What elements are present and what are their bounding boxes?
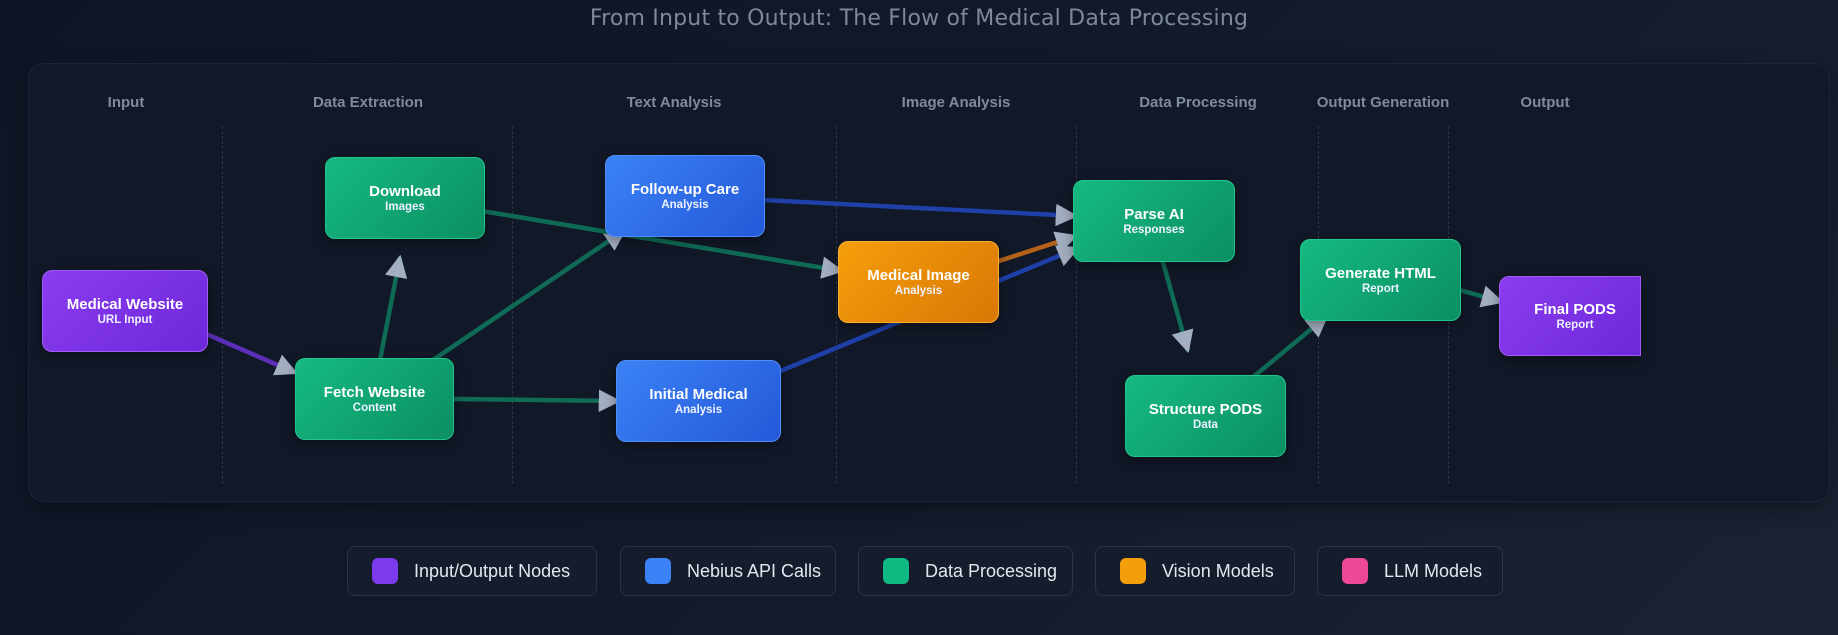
legend-swatch	[1120, 558, 1146, 584]
node-parse-ai[interactable]: Parse AI Responses	[1073, 180, 1235, 262]
legend-item-llm-models[interactable]: LLM Models	[1317, 546, 1503, 596]
edge-follow-up-care-to-parse-ai	[762, 197, 1079, 227]
column-label-data-extraction: Data Extraction	[312, 94, 424, 111]
legend-label: Data Processing	[925, 560, 1058, 581]
edge-fetch-website-to-initial-medical	[451, 389, 622, 413]
legend-swatch	[883, 558, 909, 584]
node-medical-image[interactable]: Medical Image Analysis	[838, 241, 999, 323]
node-title: Parse AI	[1124, 205, 1184, 223]
column-label-data-processing: Data Processing	[1139, 94, 1257, 111]
legend-item-data-processing[interactable]: Data Processing	[858, 546, 1073, 596]
edge-fetch-website-to-download	[377, 254, 408, 361]
node-medical-website[interactable]: Medical Website URL Input	[42, 270, 208, 352]
column-label-output: Output	[1520, 94, 1570, 111]
node-title: Medical Website	[66, 295, 184, 313]
node-subtitle: Images	[385, 200, 425, 213]
node-title: Medical Image	[867, 266, 970, 284]
node-generate-html[interactable]: Generate HTML Report	[1300, 239, 1461, 321]
node-title: Generate HTML	[1325, 264, 1436, 282]
node-title: Final PODS	[1534, 300, 1616, 318]
edge-parse-ai-to-structure-pods	[1159, 258, 1194, 354]
legend-swatch	[645, 558, 671, 584]
node-subtitle: Data	[1193, 418, 1218, 431]
legend-item-input-output[interactable]: Input/Output Nodes	[347, 546, 597, 596]
node-title: Structure PODS	[1148, 400, 1263, 418]
legend-label: Nebius API Calls	[687, 560, 822, 581]
node-subtitle: Report	[1556, 318, 1594, 331]
node-structure-pods[interactable]: Structure PODS Data	[1125, 375, 1286, 457]
legend-swatch	[372, 558, 398, 584]
column-divider	[1076, 126, 1077, 484]
node-subtitle: URL Input	[97, 313, 153, 326]
column-label-input: Input	[107, 94, 145, 111]
node-subtitle: Report	[1361, 282, 1400, 295]
node-download[interactable]: Download Images	[325, 157, 485, 239]
edge-download-to-medical-image	[481, 208, 845, 279]
node-subtitle: Analysis	[894, 284, 943, 297]
node-initial-medical[interactable]: Initial Medical Analysis	[616, 360, 781, 442]
column-divider	[222, 126, 223, 484]
node-title: Fetch Website	[323, 383, 426, 401]
column-divider	[836, 126, 837, 484]
legend-label: Input/Output Nodes	[414, 560, 571, 581]
node-subtitle: Responses	[1123, 223, 1185, 236]
column-label-image-analysis: Image Analysis	[901, 94, 1011, 111]
legend-label: Vision Models	[1162, 560, 1274, 581]
node-title: Download	[369, 182, 441, 200]
node-final-pods[interactable]: Final PODS Report	[1499, 276, 1641, 356]
legend-item-nebius-api[interactable]: Nebius API Calls	[620, 546, 836, 596]
edge-generate-html-to-final-pods	[1455, 285, 1505, 308]
node-subtitle: Content	[352, 401, 397, 414]
legend-item-vision-models[interactable]: Vision Models	[1095, 546, 1295, 596]
column-label-output-generation: Output Generation	[1316, 94, 1450, 111]
node-subtitle: Analysis	[661, 198, 709, 211]
legend-label: LLM Models	[1384, 560, 1483, 581]
node-title: Initial Medical	[649, 385, 748, 403]
diagram-title: From Input to Output: The Flow of Medica…	[589, 6, 1249, 31]
column-label-text-analysis: Text Analysis	[626, 94, 722, 111]
node-subtitle: Analysis	[674, 403, 723, 416]
edge-fetch-website-to-follow-up-care	[428, 228, 627, 364]
node-title: Follow-up Care	[630, 180, 740, 198]
node-follow-up-care[interactable]: Follow-up Care Analysis	[605, 155, 765, 237]
edge-structure-pods-to-generate-html	[1250, 314, 1329, 380]
node-fetch-website[interactable]: Fetch Website Content	[295, 358, 454, 440]
legend-swatch	[1342, 558, 1368, 584]
edge-medical-image-to-parse-ai	[995, 231, 1079, 265]
